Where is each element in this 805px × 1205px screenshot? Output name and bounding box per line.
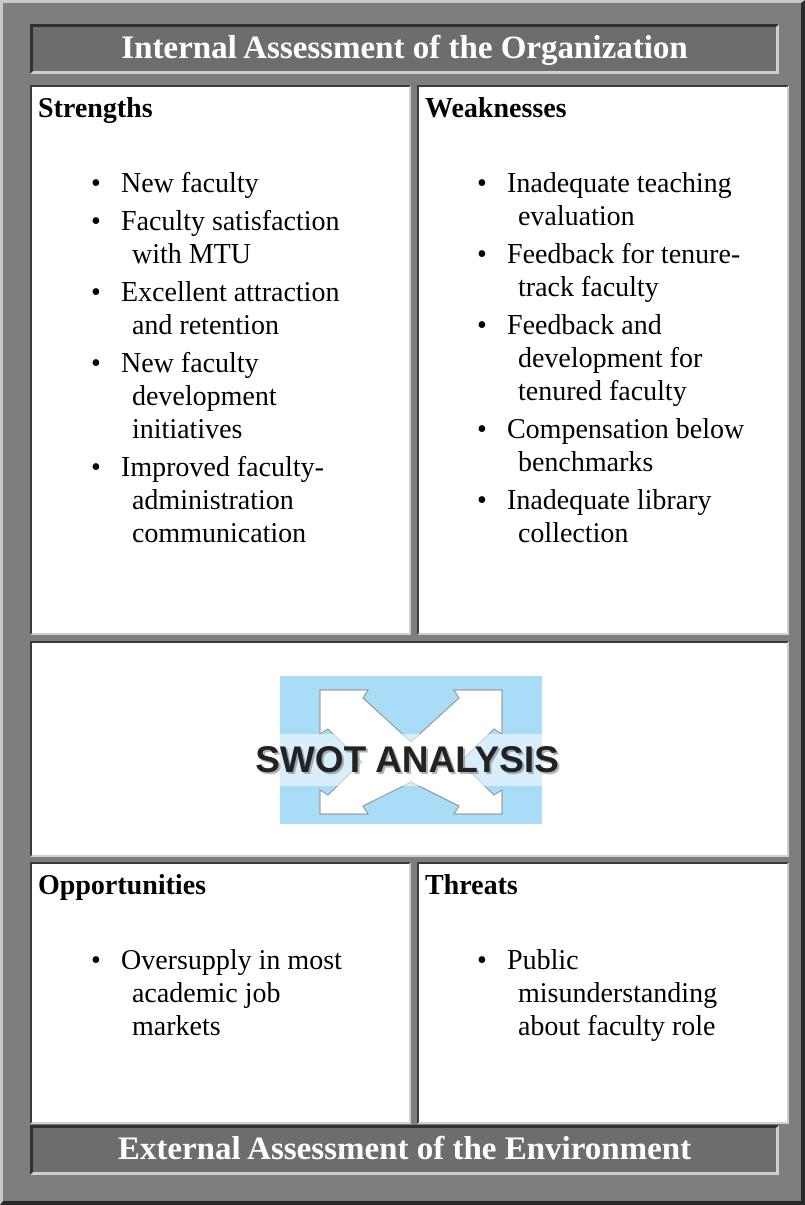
strengths-cell: Strengths • New faculty • Faculty satisfact… <box>30 85 411 635</box>
list-item-line: Inadequate teaching <box>507 168 732 199</box>
list-item-line: Compensation below <box>507 414 745 445</box>
list-item: • Feedback for tenure-track faculty <box>477 238 787 304</box>
list-item-line: about faculty role <box>518 1011 716 1042</box>
list-item-line: administration <box>132 485 294 516</box>
weaknesses-heading: Weaknesses <box>425 93 567 124</box>
list-item-line: collection <box>518 518 629 549</box>
swot-logo-text-backdrop <box>235 734 579 786</box>
list-item-line: communication <box>132 518 307 549</box>
list-item-line: Inadequate library <box>507 485 712 516</box>
opportunities-heading: Opportunities <box>38 870 207 901</box>
bullet-icon: • <box>477 414 487 445</box>
bullet-icon: • <box>477 310 487 341</box>
bullet-icon: • <box>91 452 101 483</box>
threats-heading: Threats <box>425 870 518 901</box>
swot-logo-cell: SWOT ANALYSIS SWOT ANALYSIS <box>30 641 789 857</box>
list-item-line: benchmarks <box>518 447 654 478</box>
list-item-line: development for <box>518 343 703 374</box>
list-item-line: tenured faculty <box>518 376 687 407</box>
bullet-icon: • <box>477 945 487 976</box>
internal-assessment-banner: Internal Assessment of the Organization <box>30 24 779 74</box>
bullet-icon: • <box>477 485 487 516</box>
swot-analysis-logo: SWOT ANALYSIS SWOT ANALYSIS <box>235 676 579 824</box>
list-item-line: Improved faculty- <box>121 452 324 483</box>
swot-logo-text: SWOT ANALYSIS <box>255 739 559 780</box>
list-item-line: New faculty <box>121 348 259 379</box>
list-item-line: and retention <box>132 310 279 341</box>
bullet-icon: • <box>477 168 487 199</box>
strengths-heading: Strengths <box>38 93 153 124</box>
list-item-line: academic job <box>132 978 281 1009</box>
list-item-line: New faculty <box>121 168 259 199</box>
list-item-line: with MTU <box>132 239 251 270</box>
list-item-line: Feedback for tenure- <box>507 239 741 270</box>
list-item-line: Feedback and <box>507 310 662 341</box>
list-item-line: Faculty satisfaction <box>121 206 340 237</box>
list-item-line: Excellent attraction <box>121 277 340 308</box>
bullet-icon: • <box>91 206 101 237</box>
bullet-icon: • <box>477 239 487 270</box>
bullet-icon: • <box>91 945 101 976</box>
list-item-line: track faculty <box>518 272 659 303</box>
list-item-line: development <box>132 381 277 412</box>
external-assessment-banner: External Assessment of the Environment <box>30 1125 779 1175</box>
list-item-line: misunderstanding <box>518 978 718 1009</box>
list-item-line: Public <box>507 945 579 976</box>
list-item-line: Oversupply in most <box>121 945 342 976</box>
swot-logo-shadow-text: SWOT ANALYSIS <box>257 741 561 782</box>
list-item: • New faculty <box>91 167 406 200</box>
list-item-line: evaluation <box>518 201 635 232</box>
bullet-icon: • <box>91 348 101 379</box>
bullet-icon: • <box>91 277 101 308</box>
list-item-line: initiatives <box>132 414 243 445</box>
bullet-icon: • <box>91 168 101 199</box>
list-item-line: markets <box>132 1011 221 1042</box>
